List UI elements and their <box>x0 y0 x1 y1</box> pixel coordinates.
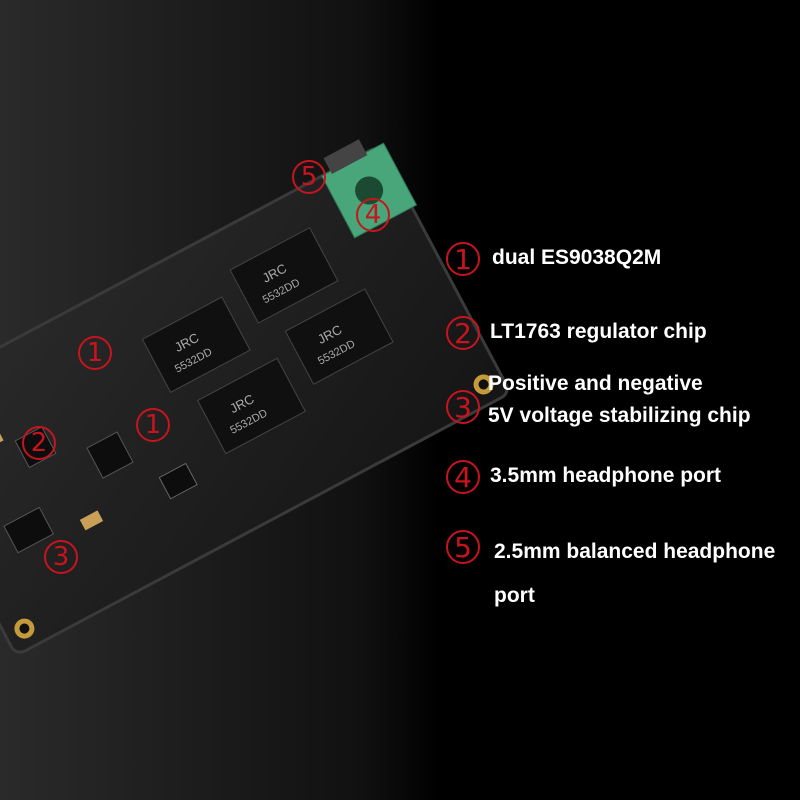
legend-number-5: 5 <box>446 530 480 564</box>
opamp-4: JRC 5532DD <box>284 288 394 385</box>
board-marker-1b: 1 <box>136 408 170 442</box>
legend-item-3: 3 Positive and negative 5V voltage stabi… <box>446 368 751 432</box>
board-marker-1a: 1 <box>78 336 112 370</box>
board-marker-3: 3 <box>44 540 78 574</box>
legend-item-5: 5 2.5mm balanced headphone port <box>446 530 775 618</box>
legend-text-3: Positive and negative 5V voltage stabili… <box>488 372 751 427</box>
legend-text-2: LT1763 regulator chip <box>490 320 707 343</box>
legend-item-4: 4 3.5mm headphone port <box>446 460 721 494</box>
legend-number-1: 1 <box>446 242 480 276</box>
pcb-board: JRC 5532DD JRC 5532DD JRC 5532DD JRC 553… <box>0 139 509 654</box>
legend-number-4: 4 <box>446 460 480 494</box>
legend-number-2: 2 <box>446 316 480 350</box>
legend-item-2: 2 LT1763 regulator chip <box>446 316 707 350</box>
legend-text-5: 2.5mm balanced headphone port <box>494 540 776 607</box>
board-marker-2: 2 <box>22 426 56 460</box>
opamp-2: JRC 5532DD <box>229 227 339 324</box>
legend-text-1: dual ES9038Q2M <box>492 246 662 269</box>
legend-text-4: 3.5mm headphone port <box>490 464 722 487</box>
board-marker-5: 5 <box>292 160 326 194</box>
board-marker-4: 4 <box>356 198 390 232</box>
opamp-1: JRC 5532DD <box>141 296 251 393</box>
legend-number-3: 3 <box>446 390 480 424</box>
opamp-3: JRC 5532DD <box>196 357 306 455</box>
legend-item-1: 1 dual ES9038Q2M <box>446 242 661 276</box>
